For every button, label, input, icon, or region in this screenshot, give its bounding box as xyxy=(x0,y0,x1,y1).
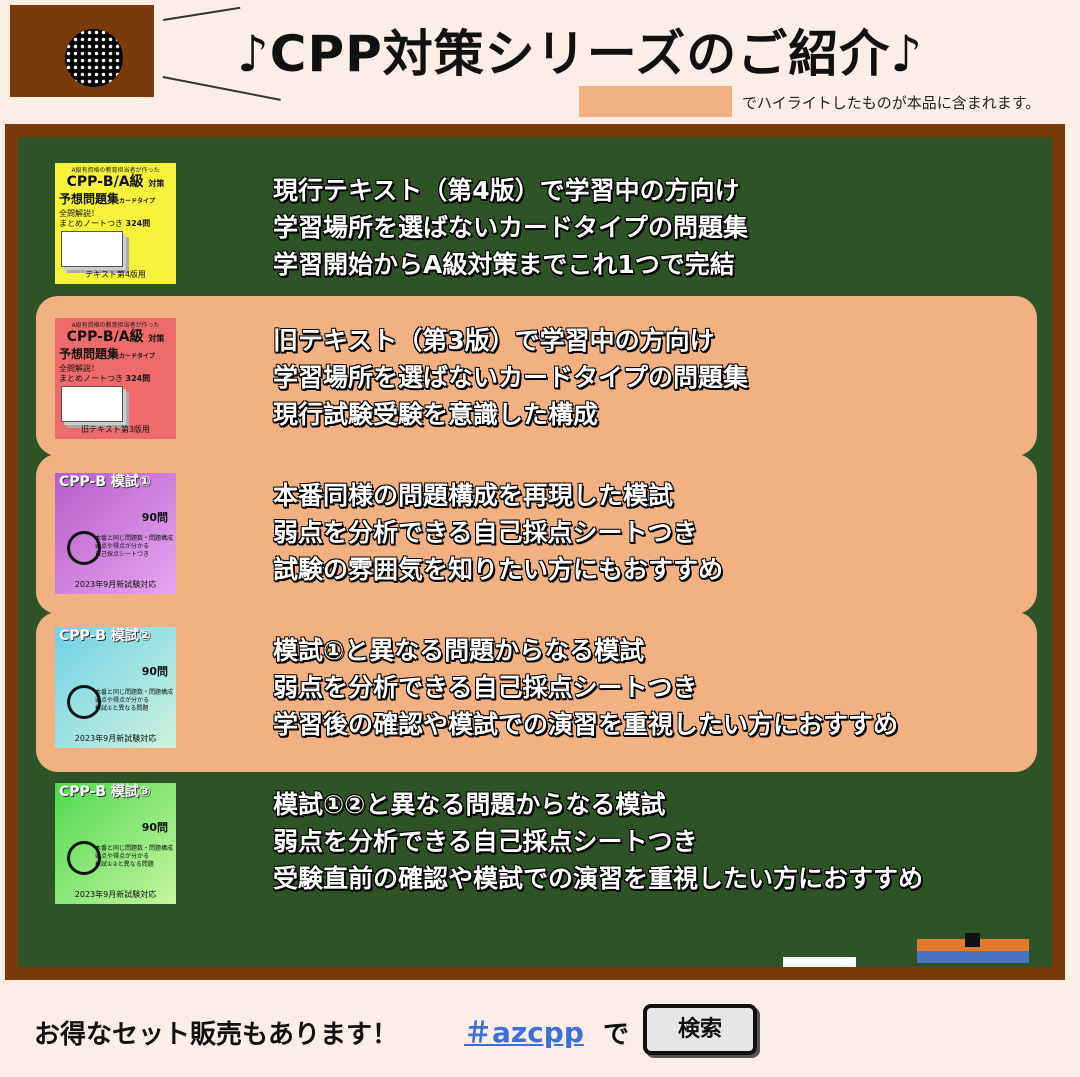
chalk-piece xyxy=(783,957,856,967)
cover-caption: A級有資格の教育担当者が作った xyxy=(71,167,160,174)
cover-bottom: 2023年9月新試験対応 xyxy=(74,890,157,899)
magnifier-icon xyxy=(67,685,101,719)
description-line: 弱点を分析できる自己採点シートつき xyxy=(273,673,698,702)
description-line: 本番同様の問題構成を再現した模試 xyxy=(273,481,674,510)
cover-subtitle: 予想問題集カードタイプ xyxy=(59,192,156,206)
product-cover-mock1: CPP-B 模試① 90問 本番と同じ問題数・問題構成弱点や得点が分かる自己採点… xyxy=(55,473,176,594)
cover-sub: 本番と同じ問題数・問題構成弱点や得点が分かる自己採点シートつき xyxy=(95,535,174,558)
dotted-circle-logo xyxy=(65,29,123,87)
cover-title: CPP-B 模試② xyxy=(59,628,151,644)
description-line: 学習後の確認や模試での演習を重視したい方におすすめ xyxy=(273,710,899,739)
cover-bottom: テキスト第4版用 xyxy=(85,270,146,279)
footer-set-sale-text: お得なセット販売もあります！ xyxy=(34,1020,399,1050)
highlight-legend-text: でハイライトしたものが本品に含まれます。 xyxy=(742,94,1041,112)
description-line: 試験の雰囲気を知りたい方にもおすすめ xyxy=(273,555,724,584)
magnifier-icon xyxy=(67,531,101,565)
cover-title: CPP-B/A級 対策 xyxy=(66,329,165,345)
cover-count: 90問 xyxy=(141,665,168,678)
eraser-bottom xyxy=(917,951,1029,963)
description-line: 弱点を分析できる自己採点シートつき xyxy=(273,518,698,547)
cover-bottom: 2023年9月新試験対応 xyxy=(74,734,157,743)
description-line: 現行試験受験を意識した構成 xyxy=(273,400,599,429)
description-line: 模試①と異なる問題からなる模試 xyxy=(273,636,645,665)
highlight-band xyxy=(36,296,1037,456)
cover-bottom: 旧テキスト第3版用 xyxy=(81,425,150,434)
magnifier-icon xyxy=(67,841,101,875)
description-line: 弱点を分析できる自己採点シートつき xyxy=(273,827,698,856)
cover-title: CPP-B 模試③ xyxy=(59,784,151,800)
cover-count: 90問 xyxy=(141,511,168,524)
cover-bottom: 2023年9月新試験対応 xyxy=(74,580,157,589)
highlight-band xyxy=(36,612,1037,772)
cover-title: CPP-B/A級 対策 xyxy=(66,174,165,190)
product-description: 模試①②と異なる問題からなる模試 弱点を分析できる自己採点シートつき 受験直前の… xyxy=(273,786,923,897)
highlight-legend-swatch xyxy=(579,86,732,117)
cover-sub: 本番と同じ問題数・問題構成弱点や得点が分かる模試①②と異なる問題 xyxy=(95,845,174,868)
description-line: 学習場所を選ばないカードタイプの問題集 xyxy=(273,363,749,392)
description-line: 学習開始からA級対策までこれ1つで完結 xyxy=(273,250,735,279)
product-description: 本番同様の問題構成を再現した模試 弱点を分析できる自己採点シートつき 試験の雰囲… xyxy=(273,477,723,588)
highlight-band xyxy=(36,454,1037,614)
search-button[interactable]: 検索 xyxy=(643,1004,757,1055)
product-description: 模試①と異なる問題からなる模試 弱点を分析できる自己採点シートつき 学習後の確認… xyxy=(273,632,898,743)
cover-desc: 全問解説！まとめノートつき 324問 xyxy=(59,364,151,383)
card-stack-illustration xyxy=(61,231,123,267)
description-line: 受験直前の確認や模試での演習を重視したい方におすすめ xyxy=(273,864,924,893)
cover-title: CPP-B 模試① xyxy=(59,474,151,490)
cover-subtitle: 予想問題集カードタイプ xyxy=(59,347,156,361)
hashtag-link[interactable]: ＃azcpp xyxy=(464,1016,584,1049)
eraser-knob xyxy=(965,933,980,947)
product-cover-textbook4: A級有資格の教育担当者が作った CPP-B/A級 対策 予想問題集カードタイプ … xyxy=(55,163,176,284)
page-title: ♪CPP対策シリーズのご紹介♪ xyxy=(236,25,924,83)
cover-desc: 全問解説！まとめノートつき 324問 xyxy=(59,209,151,228)
cover-sub: 本番と同じ問題数・問題構成弱点や得点が分かる模試①と異なる問題 xyxy=(95,689,174,712)
product-description: 旧テキスト（第3版）で学習中の方向け 学習場所を選ばないカードタイプの問題集 現… xyxy=(273,322,748,433)
logo-box xyxy=(10,5,154,97)
card-stack-illustration xyxy=(61,386,123,422)
product-cover-textbook3: A級有資格の教育担当者が作った CPP-B/A級 対策 予想問題集カードタイプ … xyxy=(55,318,176,439)
product-cover-mock3: CPP-B 模試③ 90問 本番と同じ問題数・問題構成弱点や得点が分かる模試①②… xyxy=(55,783,176,904)
description-line: 旧テキスト（第3版）で学習中の方向け xyxy=(273,326,715,355)
footer-de-text: で xyxy=(603,1020,630,1050)
description-line: 学習場所を選ばないカードタイプの問題集 xyxy=(273,213,749,242)
product-description: 現行テキスト（第4版）で学習中の方向け 学習場所を選ばないカードタイプの問題集 … xyxy=(273,172,748,283)
cover-count: 90問 xyxy=(141,821,168,834)
description-line: 模試①②と異なる問題からなる模試 xyxy=(273,790,666,819)
product-cover-mock2: CPP-B 模試② 90問 本番と同じ問題数・問題構成弱点や得点が分かる模試①と… xyxy=(55,627,176,748)
cover-caption: A級有資格の教育担当者が作った xyxy=(71,322,160,329)
description-line: 現行テキスト（第4版）で学習中の方向け xyxy=(273,176,740,205)
